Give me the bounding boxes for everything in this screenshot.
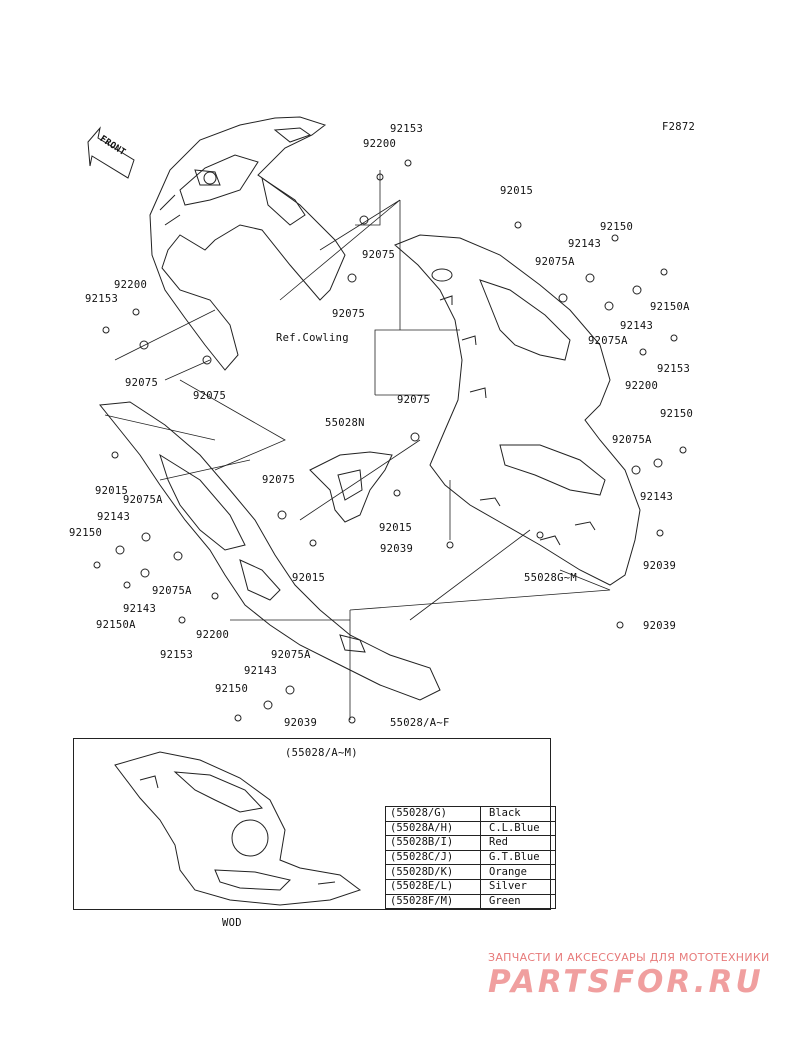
- part-number-label: 92143: [640, 491, 674, 503]
- variant-color: G.T.Blue: [480, 849, 556, 866]
- part-number-label: 92200: [114, 279, 148, 291]
- variant-color: Black: [480, 806, 556, 822]
- part-number-label: 92075A: [123, 494, 163, 506]
- ref-cowling-label: Ref.Cowling: [276, 332, 349, 344]
- watermark-logo: PARTSFOR.RU: [488, 964, 764, 1000]
- part-number-label: 92200: [625, 380, 659, 392]
- part-number-label: 92150A: [650, 301, 690, 313]
- part-number-label: 92075A: [612, 434, 652, 446]
- part-number-label: 92015: [95, 485, 129, 497]
- part-number-label: 92075A: [152, 585, 192, 597]
- part-number-label: 92150: [600, 221, 634, 233]
- part-number-label: 92150A: [96, 619, 136, 631]
- part-number-label: 92015: [292, 572, 326, 584]
- variant-code: (55028A/H): [385, 820, 481, 837]
- variant-code: (55028E/L): [385, 878, 481, 895]
- figure-code: F2872: [662, 121, 696, 133]
- part-number-label: 55028/A~F: [390, 717, 450, 729]
- part-number-label: 92143: [620, 320, 654, 332]
- variant-color: Red: [480, 835, 556, 851]
- part-number-label: 92075: [397, 394, 431, 406]
- upper-cowling-outline: [149, 116, 346, 371]
- part-number-label: 92143: [97, 511, 131, 523]
- variant-code: (55028C/J): [385, 849, 481, 866]
- right-lower-fairing-outline: [394, 234, 641, 586]
- part-number-label: 92150: [69, 527, 103, 539]
- part-number-label: 92015: [500, 185, 534, 197]
- part-number-label: 92075: [125, 377, 159, 389]
- variant-color: Green: [480, 893, 556, 910]
- part-number-label: 92039: [284, 717, 318, 729]
- table-row: (55028E/L)Silver: [385, 878, 556, 895]
- variant-color: Orange: [480, 864, 556, 880]
- part-number-label: 92150: [215, 683, 249, 695]
- part-number-label: 92075: [362, 249, 396, 261]
- part-number-label: 92039: [380, 543, 414, 555]
- part-number-label: 92153: [160, 649, 194, 661]
- table-row: (55028B/I)Red: [385, 835, 556, 851]
- part-number-label: 92143: [568, 238, 602, 250]
- part-number-label: 92200: [196, 629, 230, 641]
- part-number-label: 92143: [123, 603, 157, 615]
- color-variant-table: (55028/G)Black (55028A/H)C.L.Blue (55028…: [385, 806, 556, 910]
- part-number-label: 92150: [660, 408, 694, 420]
- fastener-markers: [93, 159, 687, 724]
- part-number-label: 55028G~M: [524, 572, 577, 584]
- table-row: (55028C/J)G.T.Blue: [385, 849, 556, 866]
- part-number-label: 92153: [657, 363, 691, 375]
- variant-color: C.L.Blue: [480, 820, 556, 837]
- part-number-label: 92075A: [271, 649, 311, 661]
- leader-lines: [104, 170, 611, 720]
- part-number-label: 92200: [363, 138, 397, 150]
- part-number-label: 92143: [244, 665, 278, 677]
- model-label: WOD: [222, 917, 242, 929]
- watermark-tagline: ЗАПЧАСТИ И АКСЕССУАРЫ ДЛЯ МОТОТЕХНИКИ: [488, 951, 770, 964]
- table-row: (55028F/M)Green: [385, 893, 556, 910]
- variant-code: (55028B/I): [385, 835, 481, 851]
- part-number-label: 92039: [643, 560, 677, 572]
- left-lower-fairing-outline: [99, 401, 441, 701]
- part-number-label: 92075A: [588, 335, 628, 347]
- part-number-label: 92075: [193, 390, 227, 402]
- part-number-label: 55028N: [325, 417, 365, 429]
- inset-title: (55028/A~M): [285, 747, 358, 759]
- variant-code: (55028F/M): [385, 893, 481, 910]
- variant-code: (55028/G): [385, 806, 481, 822]
- part-number-label: 92075A: [535, 256, 575, 268]
- part-number-label: 92075: [332, 308, 366, 320]
- part-number-label: 92015: [379, 522, 413, 534]
- variant-code: (55028D/K): [385, 864, 481, 880]
- variant-color: Silver: [480, 878, 556, 895]
- table-row: (55028A/H)C.L.Blue: [385, 820, 556, 837]
- part-number-label: 92153: [390, 123, 424, 135]
- front-arrow-icon: [87, 126, 135, 179]
- bracket-55028n-outline: [309, 451, 393, 523]
- table-row: (55028D/K)Orange: [385, 864, 556, 880]
- part-number-label: 92039: [643, 620, 677, 632]
- part-number-label: 92075: [262, 474, 296, 486]
- part-number-label: 92153: [85, 293, 119, 305]
- table-row: (55028/G)Black: [385, 806, 556, 822]
- inset-fairing-outline: [114, 751, 362, 906]
